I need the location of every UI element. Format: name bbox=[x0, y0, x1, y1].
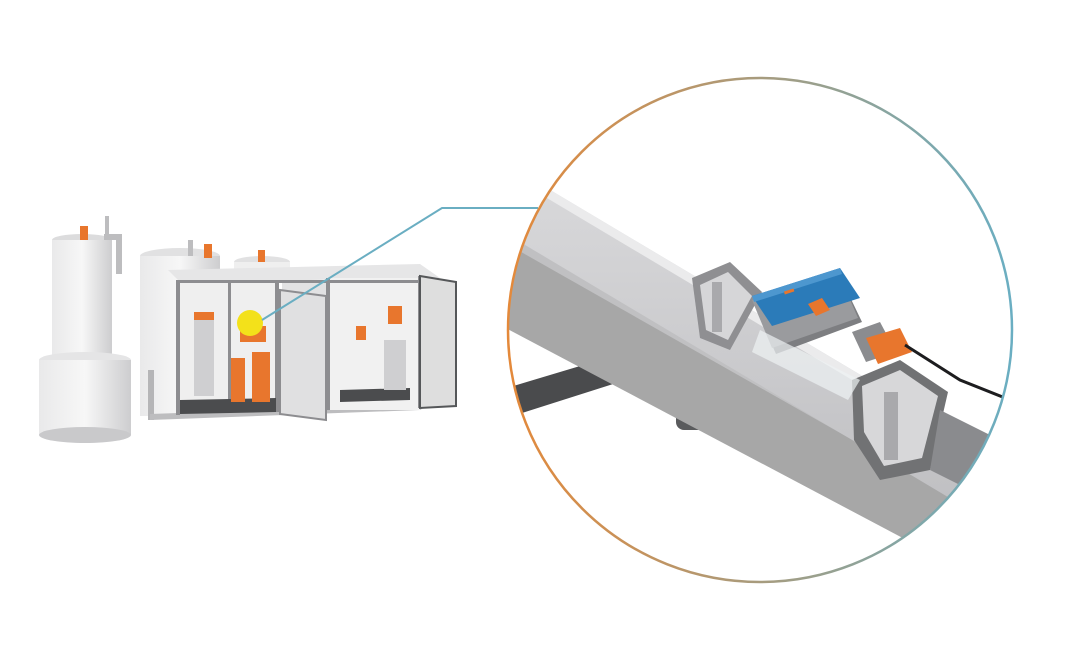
process-cabinet bbox=[150, 264, 457, 422]
support-beam bbox=[508, 225, 1012, 582]
sensor-cable bbox=[904, 343, 1011, 402]
sensor-detail-view bbox=[506, 76, 1014, 584]
cabinet-door bbox=[279, 288, 327, 422]
detail-ring bbox=[506, 76, 1014, 584]
sensor-location-marker[interactable] bbox=[237, 310, 263, 336]
vessel-left bbox=[231, 358, 245, 402]
sensor-housing bbox=[752, 268, 860, 326]
vessel-right bbox=[252, 352, 270, 402]
sensor-connector bbox=[866, 328, 912, 364]
tank-valve-icon bbox=[80, 226, 88, 240]
pipe-union-left bbox=[692, 262, 762, 350]
water-treatment-plant bbox=[39, 216, 457, 443]
storage-tank-large bbox=[39, 216, 131, 443]
sensor-logo-icon bbox=[808, 298, 830, 316]
cabinet-door-right bbox=[419, 274, 457, 410]
flow-sensor bbox=[752, 268, 1011, 402]
leader-line bbox=[261, 207, 538, 321]
